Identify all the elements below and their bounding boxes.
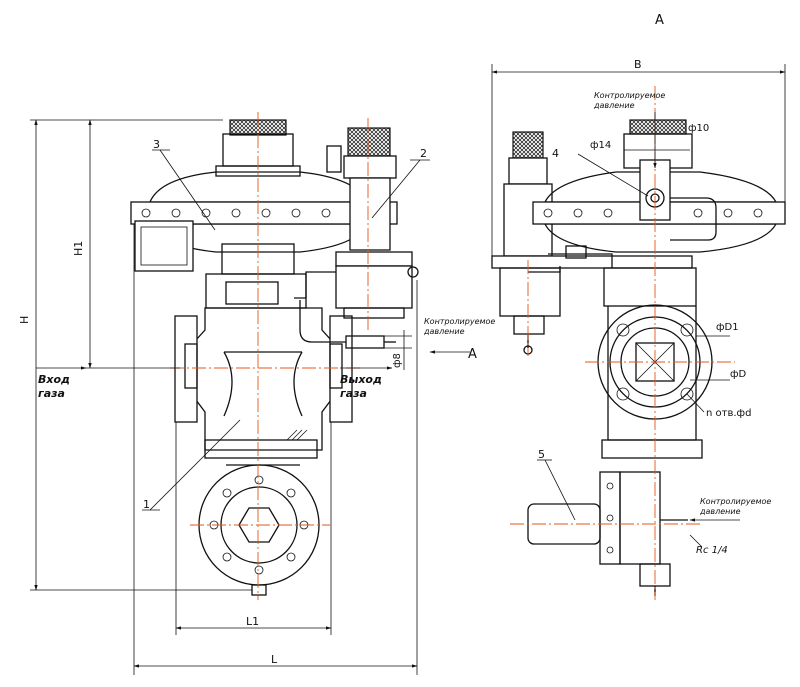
- dim-phid1-label: фD1: [716, 322, 739, 333]
- callout-4: 4: [552, 147, 559, 160]
- callout-3: 3: [153, 138, 160, 151]
- callout-5: 5: [538, 448, 545, 461]
- holes-label: n отв.фd: [706, 408, 751, 419]
- controlled-pressure-bot-1: Контролируемое: [700, 497, 771, 506]
- controlled-pressure-bot-2: давление: [699, 507, 741, 516]
- pilot-cap: [347, 127, 391, 157]
- outlet-flange: [329, 315, 353, 423]
- dim-phid-label: фD: [730, 369, 747, 380]
- dim-phi14-label: ф14: [590, 140, 611, 151]
- side-view-dimensions: [429, 64, 786, 548]
- inlet-label-2: газа: [38, 387, 65, 400]
- controlled-pressure-top-2: давление: [593, 101, 635, 110]
- callout-1: 1: [143, 498, 150, 511]
- controlled-pressure-top-1: Контролируемое: [594, 91, 665, 100]
- dim-h1-label: H1: [72, 241, 85, 256]
- inlet-flange: [174, 315, 198, 423]
- front-view: [130, 112, 419, 600]
- dim-l-label: L: [271, 653, 278, 666]
- thread-label: Rc 1/4: [696, 545, 728, 556]
- dim-h-label: H: [18, 316, 31, 324]
- adjust-cap-side: [629, 119, 687, 135]
- view-title: A: [655, 13, 664, 28]
- dim-b-label: B: [634, 58, 642, 71]
- outlet-label-2: газа: [340, 387, 367, 400]
- outlet-label-1: Выход: [340, 373, 382, 386]
- controlled-pressure-mid-1: Контролируемое: [424, 317, 495, 326]
- section-arrow-label: A: [468, 347, 477, 362]
- diaphragm-flange: [130, 201, 398, 225]
- controlled-pressure-mid-2: давление: [423, 327, 465, 336]
- front-view-dimensions: [30, 119, 430, 675]
- dim-l1-label: L1: [246, 615, 259, 628]
- dim-phi8-label: ф8: [392, 353, 403, 368]
- callout-2: 2: [420, 147, 427, 160]
- dim-phi10-label: ф10: [688, 123, 709, 134]
- valve-body: [195, 307, 332, 451]
- inlet-label-1: Вход: [38, 373, 70, 386]
- side-view: [491, 86, 786, 600]
- pilot-cap-side: [512, 131, 544, 159]
